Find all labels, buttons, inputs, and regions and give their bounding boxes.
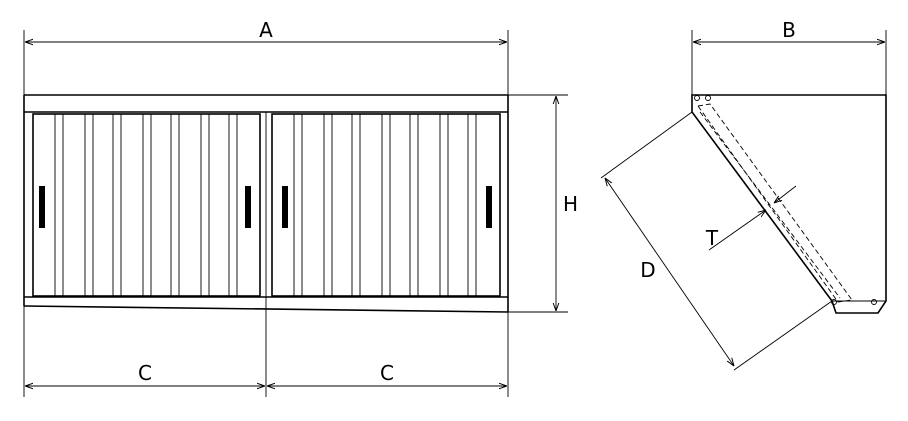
filter-panel-left xyxy=(32,113,261,297)
filter-handle-2 xyxy=(245,186,251,228)
dimension-line-t-lower xyxy=(708,210,766,251)
label-t: T xyxy=(705,226,719,250)
extension-line-d-bottom xyxy=(733,300,833,371)
filter-panel-right xyxy=(271,113,501,297)
screw-bottom-left xyxy=(831,299,837,305)
filter-handle-1 xyxy=(39,186,45,228)
extension-line-d-top xyxy=(600,111,693,179)
label-d: D xyxy=(640,258,655,282)
label-b: B xyxy=(782,18,796,42)
label-a: A xyxy=(259,18,273,42)
dimension-line-t-upper xyxy=(774,185,797,203)
baffle-slats xyxy=(54,114,477,296)
screw-bottom-right xyxy=(871,299,877,305)
label-h: H xyxy=(563,192,578,216)
screw-top-right xyxy=(705,95,711,101)
front-view: A xyxy=(23,18,578,397)
screw-top-left xyxy=(694,95,700,101)
label-c-right: C xyxy=(380,361,394,385)
filter-handle-3 xyxy=(282,186,288,228)
side-view: B D T xyxy=(600,18,887,371)
filter-handle-4 xyxy=(486,186,492,228)
label-c-left: C xyxy=(138,361,152,385)
hood-side-outline xyxy=(691,94,887,314)
filter-hidden-outline xyxy=(697,103,853,303)
dimension-line-d xyxy=(605,178,734,366)
